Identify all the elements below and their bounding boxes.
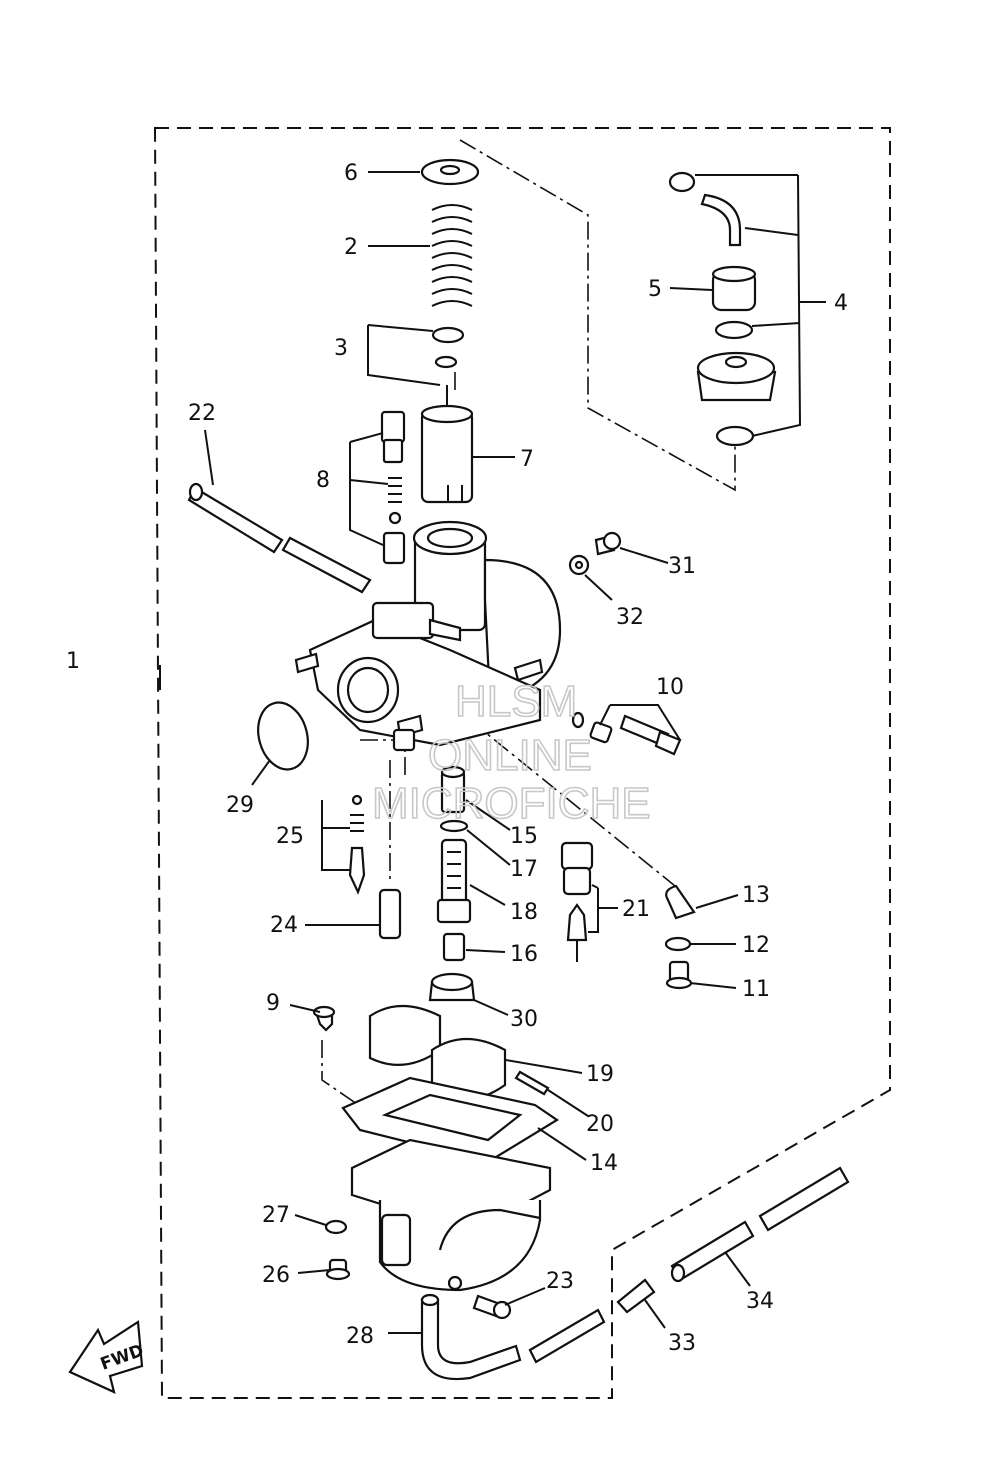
label-5: 5 <box>648 277 662 302</box>
label-20: 20 <box>586 1112 614 1137</box>
part-11-screw <box>665 960 693 990</box>
watermark: HLSM ONLINE MICROFICHE <box>371 676 651 829</box>
part-24-jet <box>378 888 402 940</box>
part-17-oring <box>439 819 469 833</box>
part-23-drain-screw <box>472 1294 512 1320</box>
label-8: 8 <box>316 468 330 493</box>
part-13-plate <box>665 884 696 920</box>
label-19: 19 <box>586 1062 614 1087</box>
part-12-washer <box>664 936 692 952</box>
assembly-boundary <box>153 127 891 1399</box>
part-28-drain-hose <box>420 1293 606 1381</box>
part-7-throttle-valve <box>420 385 474 504</box>
part-3-clips <box>431 326 465 369</box>
part-10-air-screw <box>571 711 682 756</box>
label-16: 16 <box>510 942 538 967</box>
watermark-line3: MICROFICHE <box>372 779 651 828</box>
label-30: 30 <box>510 1007 538 1032</box>
part-30-baffle <box>428 972 476 1002</box>
part-20-pin <box>514 1070 550 1096</box>
label-3: 3 <box>334 336 348 361</box>
part-9-screw <box>312 1005 336 1032</box>
watermark-line2: ONLINE <box>428 731 592 780</box>
part-4-cap-assembly <box>668 171 777 447</box>
label-24: 24 <box>270 913 298 938</box>
label-4: 4 <box>834 291 848 316</box>
part-22-hose <box>187 482 372 594</box>
watermark-line1: HLSM <box>455 677 577 726</box>
label-25: 25 <box>276 824 304 849</box>
part-19-floats <box>368 1005 507 1101</box>
part-27-washer <box>324 1219 348 1235</box>
carburetor-body <box>294 520 562 752</box>
label-15: 15 <box>510 824 538 849</box>
label-1: 1 <box>66 649 80 674</box>
label-18: 18 <box>510 900 538 925</box>
label-17: 17 <box>510 857 538 882</box>
part-25-pilot-jet <box>348 794 366 895</box>
label-7: 7 <box>520 447 534 472</box>
part-14-gasket <box>341 1076 560 1164</box>
label-31: 31 <box>668 554 696 579</box>
float-bowl <box>350 1138 552 1292</box>
part-6-washer <box>420 158 480 186</box>
label-32: 32 <box>616 605 644 630</box>
label-34: 34 <box>746 1289 774 1314</box>
label-28: 28 <box>346 1324 374 1349</box>
label-6: 6 <box>344 161 358 186</box>
leader-lines <box>159 171 826 1334</box>
label-13: 13 <box>742 883 770 908</box>
part-26-screw <box>325 1258 351 1281</box>
part-16-main-jet <box>442 932 466 962</box>
label-23: 23 <box>546 1269 574 1294</box>
label-11: 11 <box>742 977 770 1002</box>
part-labels: 1 2 3 4 5 6 7 8 9 10 11 12 13 14 15 16 1… <box>66 161 848 1356</box>
part-15-needle-jet <box>440 765 466 814</box>
label-33: 33 <box>668 1331 696 1356</box>
part-32-washer <box>568 554 590 576</box>
part-21-needle-valve <box>560 841 594 962</box>
part-29-oring <box>257 701 309 771</box>
label-26: 26 <box>262 1263 290 1288</box>
label-21: 21 <box>622 897 650 922</box>
part-8-pilot-screw <box>380 410 406 565</box>
label-12: 12 <box>742 933 770 958</box>
label-14: 14 <box>590 1151 618 1176</box>
part-18-holder <box>436 838 472 924</box>
label-10: 10 <box>656 675 684 700</box>
label-29: 29 <box>226 793 254 818</box>
label-27: 27 <box>262 1203 290 1228</box>
label-2: 2 <box>344 235 358 260</box>
part-31-screw <box>594 531 622 556</box>
part-34-hose <box>670 1166 850 1283</box>
part-2-spring <box>431 204 473 307</box>
label-9: 9 <box>266 991 280 1016</box>
part-33-joint <box>616 1278 656 1314</box>
label-22: 22 <box>188 401 216 426</box>
fwd-arrow: FWD <box>68 1320 147 1394</box>
